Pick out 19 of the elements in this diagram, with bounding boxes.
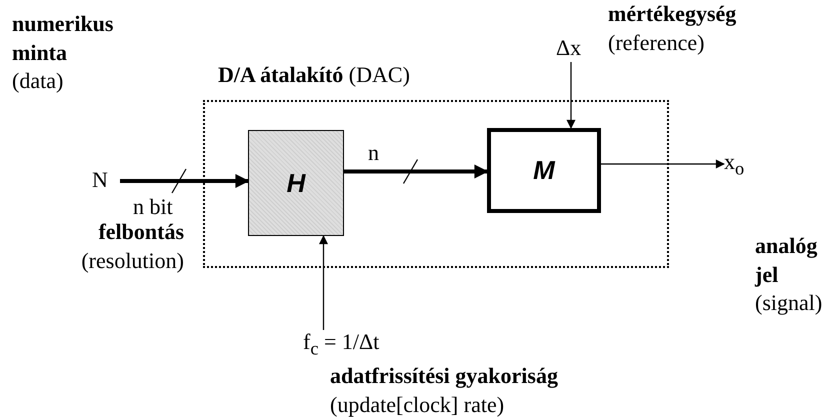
arrow [601,160,725,168]
process-box: M [487,128,601,213]
signal-name: N [92,168,108,192]
arrow [566,62,576,129]
process-box: H [248,130,344,236]
edge-label: n bit [133,194,173,220]
edge-label: n [368,140,379,166]
annotation-text: adatfrissítési gyakoriság (update[clock] rate) [330,362,559,417]
annotation-text: felbontás (resolution) [80,218,184,275]
signal-name: f$_{c}$ = 1/Δt [303,330,380,359]
arrow [344,164,488,178]
arrow [120,174,250,188]
signal-name: x$_{o}$ [724,150,744,179]
signal-name: Δx [556,36,582,60]
arrow [319,235,328,330]
annotation-text: analóg jel (signal) [755,232,824,318]
annotation-text: mértékegység (reference) [608,0,738,57]
annotation-text: numerikus minta (data) [12,10,112,96]
box-heading: D/A átalakító (DAC) [218,62,410,88]
